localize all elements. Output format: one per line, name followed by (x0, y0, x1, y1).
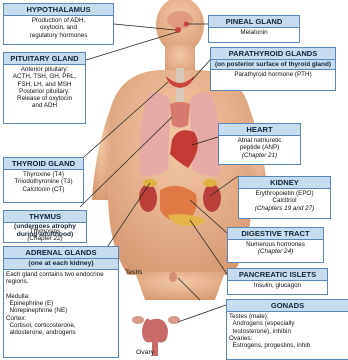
gonads-title: GONADS (227, 300, 348, 312)
kidney-line: Erythropoietin (EPO) (255, 190, 313, 197)
heart-text: Atrial natriuretic peptide (ANP) (Chapte… (219, 136, 300, 160)
kidney-line: Calcitriol (272, 197, 296, 204)
pituitary-line: FSH, LH, and MSH (18, 81, 72, 88)
brain-shape (167, 11, 193, 29)
right-kidney (203, 184, 221, 212)
pancreatic-box: PANCREATIC ISLETS Insulin, glucagon (227, 268, 328, 295)
digestive-line: Numerous hormones (246, 241, 305, 248)
thyroid-line: Triiodothyronine (T3) (14, 178, 72, 185)
kidney-text: Erythropoietin (EPO) Calcitriol (Chapter… (239, 189, 330, 213)
pituitary-line: and ADH (32, 102, 57, 109)
hypothalamus-box: HYPOTHALAMUS Production of ADH, oxytocin… (3, 3, 114, 45)
thymus-ref: (Chapter 22) (27, 235, 62, 242)
pituitary-line: Posterior pituitary: (19, 88, 70, 95)
kidney-ref: (Chapters 19 and 27) (255, 205, 315, 212)
parathyroid-title: PARATHYROID GLANDS (211, 48, 335, 60)
ovary-label: Ovary (136, 349, 154, 356)
adrenal-title: ADRENAL GLANDS (4, 247, 118, 259)
thymus-line: Thymosins (30, 228, 60, 235)
heart-line: Atrial natriuretic (238, 137, 282, 144)
digestive-text: Numerous hormones (Chapter 24) (228, 240, 323, 257)
digestive-ref: (Chapter 24) (258, 248, 293, 255)
adrenal-cortex-label: Cortex: (6, 315, 26, 322)
gonads-male-line: Androgens (especially (233, 320, 295, 327)
adrenal-medulla-label: Medulla: (6, 293, 30, 300)
adrenal-cortex-line: aldosterone, androgens (10, 329, 76, 336)
pituitary-text: Anterior pituitary: ACTH, TSH, GH, PRL, … (4, 65, 85, 111)
parathyroid-subtitle: (on posterior surface of thyroid gland) (211, 60, 335, 70)
kidney-box: KIDNEY Erythropoietin (EPO) Calcitriol (… (238, 176, 331, 219)
adrenal-text: Each gland contains two endocrine region… (4, 270, 118, 338)
digestive-box: DIGESTIVE TRACT Numerous hormones (Chapt… (227, 227, 324, 263)
heart-ref: (Chapter 21) (242, 152, 277, 159)
adrenal-medulla-line: Norepinephrine (NE) (10, 307, 68, 314)
pancreatic-line: Insulin, glucagon (254, 282, 301, 289)
right-adrenal (203, 179, 217, 187)
parathyroid-text: Parathyroid hormone (PTH) (211, 70, 335, 79)
heart-box: HEART Atrial natriuretic peptide (ANP) (… (218, 123, 301, 165)
adrenal-intro: Each gland contains two endocrine region… (6, 271, 104, 285)
hypothalamus-text: Production of ADH, oxytocin, and regulat… (4, 16, 113, 40)
testis-label: Testis (125, 269, 142, 276)
pituitary-line: Anterior pituitary: (21, 66, 69, 73)
gonads-box: GONADS Testes (male): Androgens (especia… (226, 299, 348, 360)
thyroid-line: Thyroxine (T4) (23, 171, 64, 178)
heart-title: HEART (219, 124, 300, 136)
thymus-title: THYMUS (4, 211, 86, 223)
pituitary-line: ACTH, TSH, GH, PRL, (13, 73, 77, 80)
pineal-line: Melatonin (240, 29, 267, 36)
adrenal-medulla-line: Epinephrine (E) (10, 300, 54, 307)
pineal-box: PINEAL GLAND Melatonin (208, 15, 300, 43)
hypothalamus-line: regulatory hormones (30, 32, 88, 39)
pituitary-box: PITUITARY GLAND Anterior pituitary: ACTH… (3, 52, 86, 124)
adrenal-cortex-line: Cortisol, corticosterone, (10, 322, 76, 329)
thyroid-title: THYROID GLAND (4, 158, 83, 170)
pineal-title: PINEAL GLAND (209, 16, 299, 28)
gonads-female-label: Ovaries: (229, 335, 252, 342)
pituitary-line: Release of oxytocin (17, 95, 72, 102)
left-kidney (139, 184, 157, 212)
thymus-body: Thymosins (Chapter 22) (3, 228, 87, 243)
hypothalamus-title: HYPOTHALAMUS (4, 4, 113, 16)
gonads-text: Testes (male): Androgens (especially tes… (227, 312, 348, 350)
testis-shape (169, 272, 177, 282)
thyroid-box: THYROID GLAND Thyroxine (T4) Triiodothyr… (3, 157, 84, 203)
thymus-title-text: THYMUS (29, 212, 61, 221)
gonads-male-line: testosterone), inhibin (233, 328, 291, 335)
pineal-text: Melatonin (209, 28, 299, 37)
pancreatic-title: PANCREATIC ISLETS (228, 269, 327, 281)
thyroid-text: Thyroxine (T4) Triiodothyronine (T3) Cal… (4, 170, 83, 194)
pituitary-title: PITUITARY GLAND (4, 53, 85, 65)
digestive-title: DIGESTIVE TRACT (228, 228, 323, 240)
gonads-male-label: Testes (male): (229, 313, 269, 320)
heart-line: peptide (ANP) (240, 144, 280, 151)
thyroid-line: Calcitonin (CT) (23, 186, 65, 193)
adrenal-subtitle: (one at each kidney) (4, 259, 118, 270)
adrenal-box: ADRENAL GLANDS (one at each kidney) Each… (3, 246, 119, 358)
pancreatic-text: Insulin, glucagon (228, 281, 327, 290)
thymus-shape (170, 102, 190, 128)
parathyroid-line: Parathyroid hormone (PTH) (234, 71, 311, 78)
hypothalamus-line: oxytocin, and (40, 24, 77, 31)
kidney-title: KIDNEY (239, 177, 330, 189)
gonads-female-line: Estrogens, progestins, inhib (233, 342, 311, 349)
parathyroid-box: PARATHYROID GLANDS (on posterior surface… (210, 47, 336, 91)
hypothalamus-line: Production of ADH, (32, 17, 86, 24)
